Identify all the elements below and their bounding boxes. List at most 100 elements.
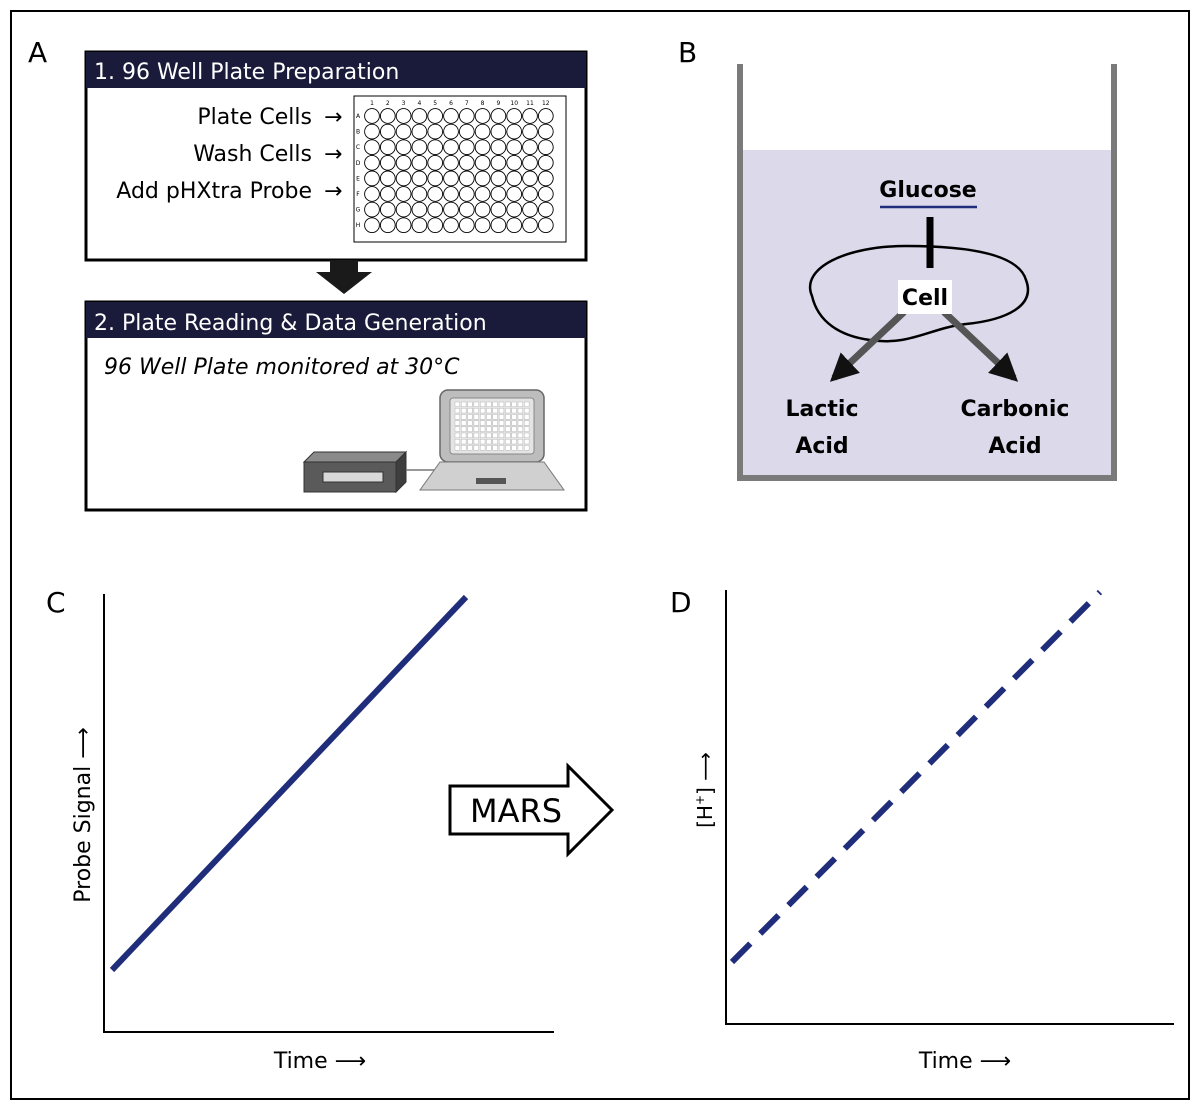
- well: [537, 186, 554, 202]
- well: [364, 108, 380, 124]
- well: [427, 108, 444, 124]
- screen-cell: [461, 439, 467, 445]
- well: [364, 123, 380, 140]
- screen-cell: [524, 439, 530, 445]
- screen-cell: [461, 432, 467, 439]
- plate-col-label: 11: [526, 100, 534, 107]
- screen-cell: [486, 408, 492, 414]
- screen-cell: [505, 408, 511, 414]
- well: [411, 123, 428, 140]
- well: [458, 201, 475, 218]
- well: [522, 139, 538, 156]
- mars-label: MARS: [470, 792, 562, 830]
- screen-cell: [505, 445, 511, 451]
- well: [474, 201, 491, 218]
- well: [411, 201, 428, 218]
- well: [537, 108, 554, 124]
- well: [522, 217, 538, 234]
- down-arrow-icon: [316, 260, 372, 294]
- screen-cell: [467, 426, 473, 432]
- well: [395, 139, 412, 156]
- well: [506, 139, 523, 156]
- screen-cell: [467, 420, 473, 426]
- well: [427, 186, 444, 202]
- screen-cell: [511, 426, 517, 432]
- plate-row-label: H: [356, 222, 361, 229]
- mars-arrow: MARS: [448, 762, 615, 858]
- screen-cell: [473, 445, 479, 451]
- well: [522, 201, 538, 218]
- well: [443, 123, 459, 140]
- chart-d-xlabel: Time ⟶: [918, 1049, 1011, 1074]
- well: [490, 154, 507, 171]
- plate-col-label: 5: [433, 100, 437, 107]
- screen-cell: [505, 426, 511, 432]
- screen-cell: [511, 439, 517, 445]
- screen-cell: [486, 426, 492, 432]
- well: [364, 201, 380, 218]
- well: [506, 217, 523, 234]
- well: [490, 170, 507, 187]
- well: [395, 108, 412, 124]
- screen-cell: [467, 439, 473, 445]
- screen-cell: [480, 401, 486, 408]
- step1-box: 1. 96 Well Plate Preparation Plate Cells…: [84, 50, 588, 262]
- well: [364, 170, 380, 187]
- well: [522, 123, 538, 140]
- well: [474, 108, 491, 124]
- cell-label-bg: [898, 280, 952, 314]
- panel-d-letter: D: [670, 586, 692, 619]
- plate-col-label: 10: [510, 100, 518, 107]
- screen-cell: [517, 439, 524, 445]
- screen-cell: [492, 445, 498, 451]
- screen-cell: [473, 414, 479, 420]
- well: [537, 217, 554, 234]
- screen-cell: [486, 420, 492, 426]
- chart-d-axes: [725, 590, 1174, 1025]
- plate-row-label: C: [356, 144, 360, 151]
- well: [411, 108, 428, 124]
- screen-cell: [454, 401, 461, 408]
- screen-cell: [473, 420, 479, 426]
- screen-cell: [517, 414, 524, 420]
- screen-cell: [480, 426, 486, 432]
- well: [364, 154, 380, 171]
- screen-cell: [473, 439, 479, 445]
- screen-cell: [461, 408, 467, 414]
- screen-cell: [486, 432, 492, 439]
- screen-cell: [473, 426, 479, 432]
- well: [379, 217, 396, 234]
- screen-cell: [480, 414, 486, 420]
- arrow-icon: →: [324, 142, 342, 167]
- step1-title: 1. 96 Well Plate Preparation: [94, 60, 399, 85]
- screen-cell: [480, 420, 486, 426]
- beaker: [737, 64, 1117, 481]
- screen-cell: [505, 414, 511, 420]
- screen-cell: [486, 414, 492, 420]
- well: [474, 170, 491, 187]
- well: [474, 139, 491, 156]
- plate-row-label: F: [356, 191, 360, 198]
- screen-cell: [524, 432, 530, 439]
- screen-cell: [480, 439, 486, 445]
- screen-cell: [524, 408, 530, 414]
- screen-cell: [517, 445, 524, 451]
- well: [506, 186, 523, 202]
- well: [395, 217, 412, 234]
- screen-cell: [524, 420, 530, 426]
- plate-row-label: E: [356, 175, 360, 182]
- well: [395, 154, 412, 171]
- screen-cell: [505, 432, 511, 439]
- well: [427, 217, 444, 234]
- screen-cell: [461, 420, 467, 426]
- well: [379, 154, 396, 171]
- well: [427, 170, 444, 187]
- panel-b-letter: B: [678, 36, 697, 69]
- screen-cell: [498, 432, 505, 439]
- screen-cell: [461, 414, 467, 420]
- chart-d-series-line: [729, 589, 1103, 965]
- plate-col-label: 6: [449, 100, 453, 107]
- well: [379, 201, 396, 218]
- well: [458, 217, 475, 234]
- screen-cell: [473, 432, 479, 439]
